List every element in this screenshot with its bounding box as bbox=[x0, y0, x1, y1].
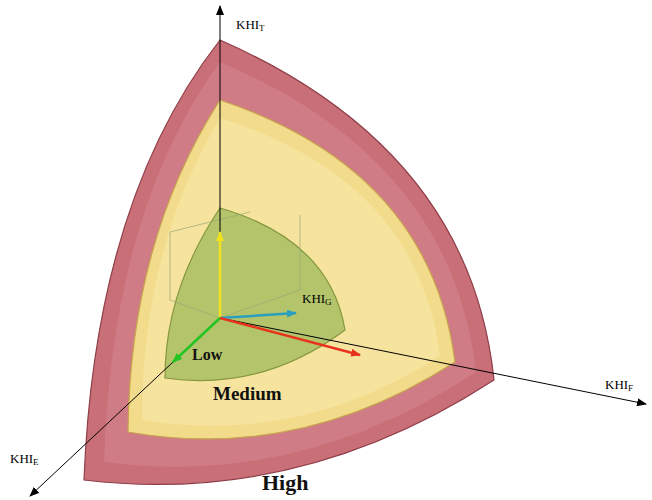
axis-line bbox=[220, 6, 221, 318]
axis-subscript: E bbox=[33, 458, 39, 467]
vector-arrow bbox=[219, 232, 222, 318]
axis-subscript: G bbox=[325, 298, 332, 307]
axis-line bbox=[30, 318, 220, 496]
axis-subscript: F bbox=[628, 384, 633, 393]
vector-arrow bbox=[220, 313, 296, 318]
level-label: Low bbox=[192, 346, 222, 364]
axis-label: KHI bbox=[302, 292, 325, 305]
axis-label: KHI bbox=[236, 18, 259, 31]
axis-label: KHI bbox=[605, 378, 628, 391]
axis-subscript: T bbox=[259, 24, 265, 33]
axis-label: KHI bbox=[10, 452, 33, 465]
level-label: Medium bbox=[213, 383, 282, 405]
level-label: High bbox=[262, 470, 308, 496]
vector-arrow bbox=[220, 318, 360, 355]
vector-arrow bbox=[173, 318, 220, 362]
axis-line bbox=[220, 318, 646, 404]
